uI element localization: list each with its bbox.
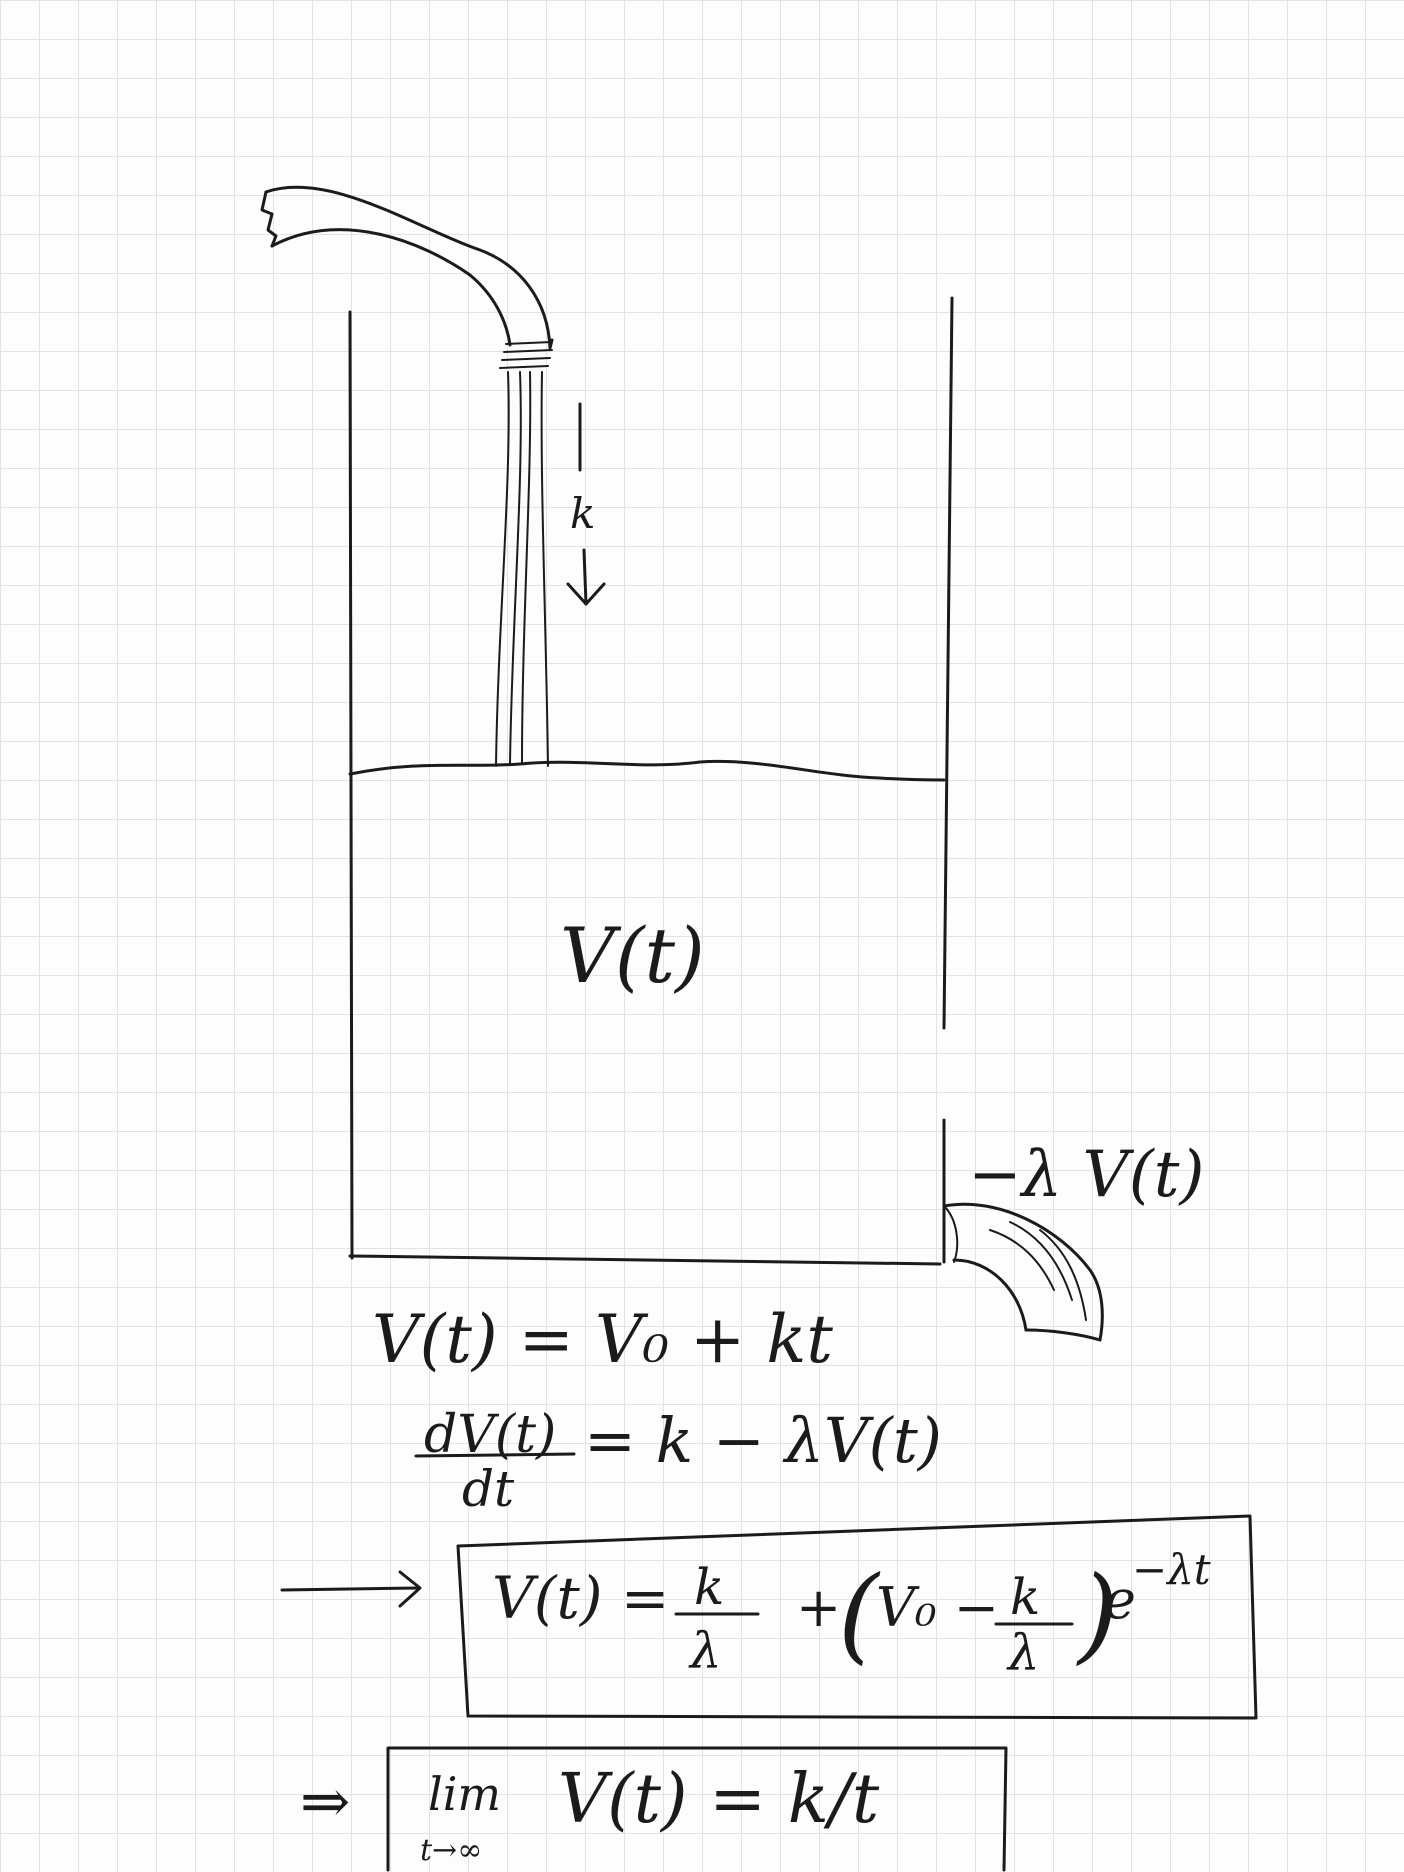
outflow-pipe-shading (1009, 1221, 1073, 1301)
inflow-hose-inner (270, 228, 512, 347)
tank-right-wall (942, 296, 954, 1030)
limit-box (386, 1746, 1008, 1872)
solution-arrow-head (398, 1570, 422, 1608)
hose-broken-end (260, 190, 278, 248)
inflow-hose (264, 185, 554, 350)
ode-rhs: = k − λV(t) (584, 1404, 942, 1477)
volume-label: V(t) (560, 911, 705, 1000)
outflow-pipe-rim (943, 1205, 959, 1263)
water-stream-line (509, 371, 522, 765)
implication-arrow: ⇒ (300, 1767, 350, 1837)
outflow-pipe-end (1024, 1328, 1102, 1342)
outflow-pipe-shading (1039, 1229, 1087, 1321)
tank-bottom (348, 1254, 942, 1266)
solution-plus: + (796, 1576, 841, 1639)
limit-subscript: t→∞ (420, 1833, 482, 1868)
solution-exp-base: e (1104, 1568, 1136, 1631)
water-stream-line (521, 371, 532, 765)
ode-fraction-bar (414, 1452, 576, 1458)
outflow-pipe-shading (989, 1229, 1055, 1291)
solution-frac-num: k (694, 1558, 724, 1616)
solution-frac2-num: k (1010, 1568, 1040, 1626)
solution-open-paren: ( (838, 1553, 881, 1675)
solution-v0: V₀ − (876, 1576, 999, 1639)
solution-close-paren: ) (1076, 1553, 1119, 1675)
solution-exponent: −λt (1132, 1545, 1211, 1594)
solution-box (456, 1514, 1258, 1720)
inflow-label: k (570, 489, 595, 538)
ode-denominator: dt (462, 1460, 515, 1518)
inflow-arrow-head (566, 582, 606, 606)
solution-lhs: V(t) = (492, 1564, 669, 1632)
water-stream-line (495, 371, 510, 767)
water-stream-line (540, 371, 549, 767)
limit-expression: V(t) = k/t (558, 1760, 880, 1839)
solution-frac2-den: λ (1006, 1624, 1040, 1682)
nozzle-band (499, 365, 549, 369)
water-surface (348, 759, 946, 782)
outflow-label: −λ V(t) (968, 1138, 1204, 1212)
outflow-pipe-inner (952, 1258, 1028, 1332)
outflow-pipe-outer (942, 1202, 1104, 1342)
linear-equation: V(t) = V₀ + kt (372, 1301, 833, 1378)
nozzle-band (505, 341, 553, 345)
nozzle-band (501, 357, 551, 361)
solution-frac-den: λ (688, 1622, 722, 1680)
inflow-arrow-shaft-bottom (582, 548, 588, 606)
solution-arrow (280, 1586, 420, 1592)
tank-left-wall (348, 310, 354, 1260)
nozzle-band (503, 349, 553, 353)
limit-lim: lim (428, 1767, 501, 1821)
